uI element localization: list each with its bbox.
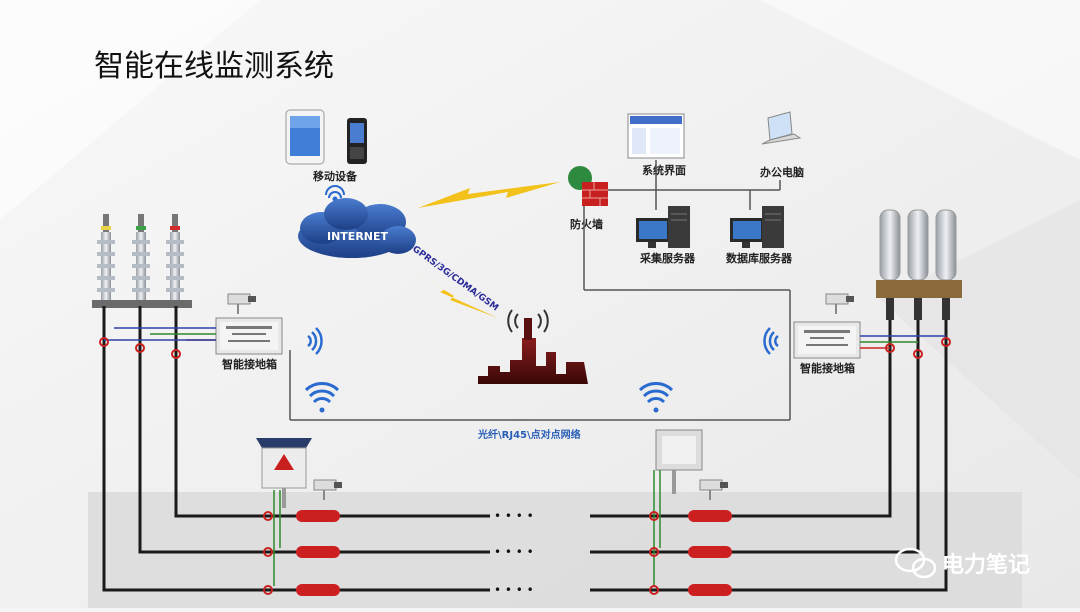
network-label: 光纤\RJ45\点对点网络 [477, 428, 581, 441]
camera-icon [313, 479, 342, 500]
camera-icon [227, 293, 256, 314]
insulator-icon [97, 214, 115, 304]
laptop-icon [761, 111, 802, 145]
left-bonding-leads [104, 327, 216, 341]
tablet-icon [285, 109, 325, 165]
wifi-signal-icon [304, 382, 340, 413]
left-grounding-box [215, 317, 283, 355]
left-cable-terminations [92, 214, 192, 308]
left-cable-runs [102, 306, 268, 592]
wireless-link-bolt [418, 182, 560, 208]
right-cable-terminations [876, 209, 962, 320]
collect-server-icon [636, 206, 690, 248]
db-server-label: 数据库服务器 [726, 251, 793, 265]
camera-icon [699, 479, 728, 500]
firewall-icon [568, 166, 608, 206]
grounding-box-right-label: 智能接地箱 [800, 361, 855, 375]
wifi-signal-icon [307, 327, 323, 355]
right-grounding-box [793, 321, 861, 359]
ct-sensors [99, 337, 951, 595]
phone-icon [347, 118, 367, 164]
bg-facet [0, 0, 260, 220]
bg-facet [760, 0, 1080, 160]
system-ui-label: 系统界面 [642, 163, 686, 177]
bg-facet [880, 200, 1080, 480]
db-server-icon [730, 206, 784, 248]
wechat-icon [894, 547, 937, 579]
wifi-signal-icon [638, 382, 674, 413]
cell-tower-icon [478, 309, 588, 384]
wifi-icon [325, 185, 345, 202]
system-ui-screen [627, 113, 685, 159]
grounding-box-left-label: 智能接地箱 [222, 357, 277, 371]
insulator-icon [166, 214, 184, 304]
camera-icon [825, 293, 854, 314]
collect-server-label: 采集服务器 [639, 251, 696, 265]
insulator-icon [132, 214, 150, 304]
cable-gap-dots: • • • • [494, 545, 534, 559]
left-monitor-cabinet [256, 438, 312, 508]
cable-gap-dots: • • • • [494, 583, 534, 597]
cable-gap-dots: • • • • [494, 509, 534, 523]
watermark-text: 电力笔记 [942, 552, 1030, 578]
right-monitor-cabinet [655, 429, 703, 494]
mobile-device-label: 移动设备 [313, 169, 358, 183]
office-pc-label: 办公电脑 [760, 165, 804, 179]
page-title: 智能在线监测系统 [94, 49, 334, 84]
wifi-signal-icon [763, 327, 779, 355]
cable-joints [296, 510, 732, 596]
internet-cloud [298, 198, 416, 258]
joint-bonding-leads [273, 470, 661, 586]
internet-label: INTERNET [327, 230, 389, 243]
firewall-label: 防火墙 [570, 217, 603, 231]
lan-lines [289, 160, 791, 421]
